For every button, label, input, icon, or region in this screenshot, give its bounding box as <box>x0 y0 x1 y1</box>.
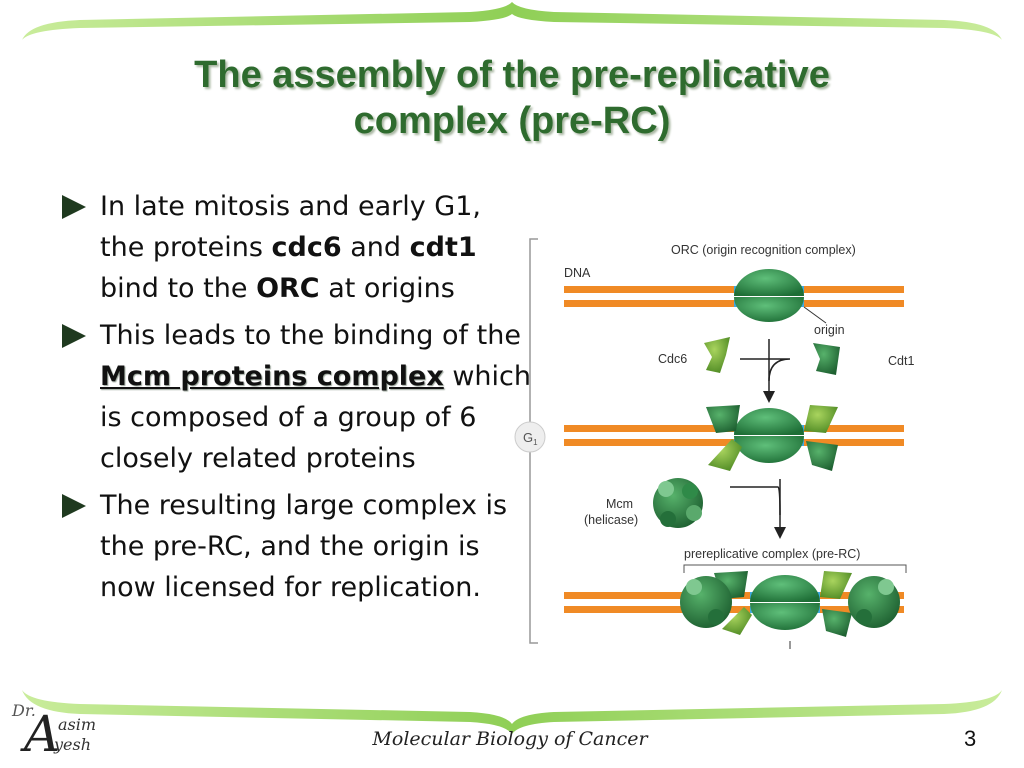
mcm-helicase-step: Mcm (helicase) <box>584 478 786 539</box>
pre-rc-assembly-diagram: G1 ORC (origin recognition complex) DNA … <box>514 238 914 649</box>
bullet-arrow-icon <box>62 494 86 518</box>
cdt1-protein <box>813 343 840 375</box>
helicase-label: (helicase) <box>584 513 638 527</box>
bullet-text: In late mitosis and early G1, the protei… <box>100 191 481 263</box>
logo-initial: A <box>24 705 61 763</box>
cdc6-protein <box>704 337 730 373</box>
mcm-label: Mcm <box>606 497 633 511</box>
orc-label: ORC (origin recognition complex) <box>671 243 856 257</box>
dna-label: DNA <box>564 266 591 280</box>
slide-title: The assembly of the pre-replicative comp… <box>60 52 964 144</box>
bullet-item: The resulting large complex is the pre-R… <box>62 485 532 608</box>
title-line-1: The assembly of the pre-replicative <box>194 54 830 96</box>
dna-with-orc-cdc6-cdt1 <box>564 405 904 471</box>
bullet-text: which is composed of a group of 6 closel… <box>100 361 532 474</box>
bullet-text: The resulting large complex is the pre-R… <box>100 490 508 603</box>
bullet-list: In late mitosis and early G1, the protei… <box>62 186 532 614</box>
dna-with-orc: ORC (origin recognition complex) DNA ori… <box>564 243 904 337</box>
origin-label: origin <box>814 323 845 337</box>
pre-rc-on-dna: prereplicative complex (pre-RC) <box>564 547 907 649</box>
logo-line-2: yesh <box>54 735 92 754</box>
logo-dr: Dr. <box>12 701 36 720</box>
logo-line-1: asim <box>58 715 97 734</box>
bullet-text: at origins <box>319 273 455 304</box>
cdc6-cdt1-binding-step: Cdc6 Cdt1 <box>658 337 914 403</box>
title-line-2: complex (pre-RC) <box>353 100 671 142</box>
keyword-cdc6: cdc6 <box>271 232 342 263</box>
bullet-text: bind to the <box>100 273 257 304</box>
author-logo: Dr. A asim yesh <box>6 695 106 765</box>
cdt1-label: Cdt1 <box>888 354 914 368</box>
bullet-arrow-icon <box>62 324 86 348</box>
page-number: 3 <box>964 726 977 751</box>
keyword-mcm-complex: Mcm proteins complex <box>100 361 444 392</box>
prerc-label: prereplicative complex (pre-RC) <box>684 547 860 561</box>
g1-subscript: 1 <box>533 438 538 447</box>
g1-label: G <box>523 430 533 445</box>
keyword-orc: ORC <box>256 273 320 304</box>
cdc6-label: Cdc6 <box>658 352 687 366</box>
bullet-item: This leads to the binding of the Mcm pro… <box>62 315 532 479</box>
keyword-cdt1: cdt1 <box>409 232 477 263</box>
bullet-item: In late mitosis and early G1, the protei… <box>62 186 532 309</box>
g1-phase-bracket: G1 <box>514 238 546 644</box>
bullet-arrow-icon <box>62 195 86 219</box>
bullet-text: This leads to the binding of the <box>100 320 521 351</box>
svg-text:G1: G1 <box>523 430 538 447</box>
bullet-text: and <box>341 232 410 263</box>
footer-course-title: Molecular Biology of Cancer <box>372 728 648 750</box>
